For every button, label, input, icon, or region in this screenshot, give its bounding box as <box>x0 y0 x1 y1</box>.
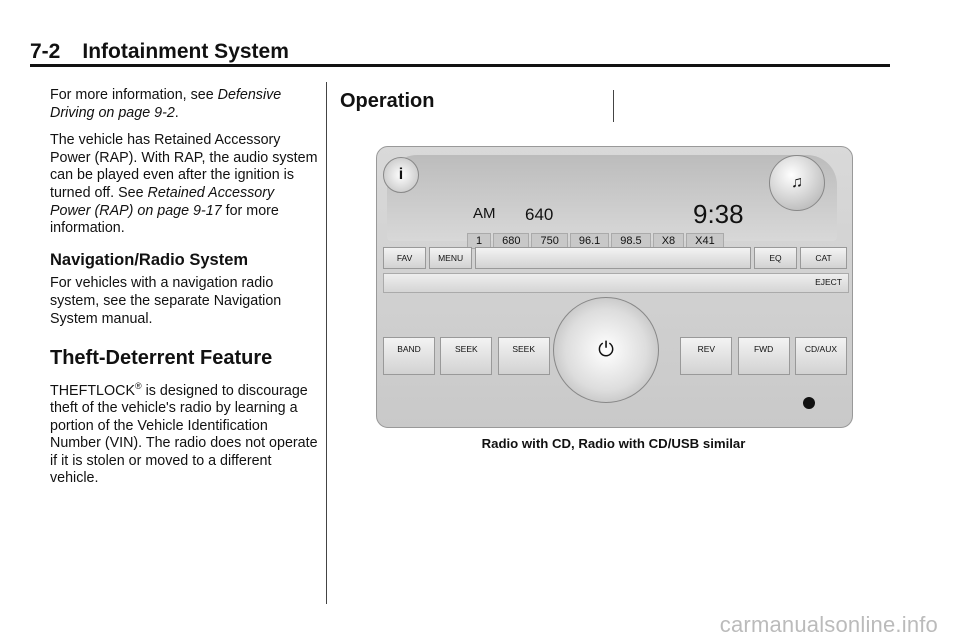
preset-tab: 98.5 <box>611 233 651 249</box>
column-tick <box>613 90 614 122</box>
cat-button: CAT <box>800 247 848 269</box>
cd-aux-button: CD/AUX <box>794 337 847 375</box>
registered-mark: ® <box>135 380 142 391</box>
preset-tab: X41 <box>686 233 724 249</box>
knob-gap <box>555 337 675 377</box>
heading-navigation-radio: Navigation/Radio System <box>50 250 249 269</box>
page-header: 7-2 Infotainment System <box>30 40 289 64</box>
seek-back-button: SEEK <box>440 337 493 375</box>
fav-button: FAV <box>383 247 427 269</box>
column-divider <box>326 82 327 604</box>
paragraph-theftlock: THEFTLOCK® is designed to discourage the… <box>50 378 318 488</box>
seek-forward-button: SEEK <box>497 337 550 375</box>
header-rule <box>30 64 890 67</box>
power-knob: ⏻ <box>553 297 659 403</box>
info-button: i <box>383 157 419 193</box>
eq-button: EQ <box>753 247 798 269</box>
text: . <box>174 104 179 121</box>
rev-button: REV <box>680 337 733 375</box>
cd-slot-row: EJECT <box>383 273 849 293</box>
heading-theft-deterrent: Theft-Deterrent Feature <box>50 347 273 370</box>
page-number: 7-2 <box>30 40 61 63</box>
crossref-defensive-driving[interactable]: Defensive Driving on page 9-2 <box>50 87 282 121</box>
preset-tab: 96.1 <box>569 233 610 249</box>
left-column: For more information, see Defensive Driv… <box>50 87 318 498</box>
band-button: BAND <box>383 337 435 375</box>
paragraph-more-info: For more information, see Defensive Driv… <box>50 87 318 122</box>
radio-illustration: AM 640 9:38 1 680 750 96.1 98.5 X8 X41 i… <box>376 146 853 428</box>
crossref-rap[interactable]: Retained Accessory Power (RAP) on page 9… <box>50 184 275 219</box>
section-title: Infotainment System <box>82 40 289 63</box>
ir-sensor <box>803 397 815 409</box>
tune-knob: ♫ <box>769 155 825 211</box>
clock-readout: 9:38 <box>693 199 744 229</box>
paragraph-navigation: For vehicles with a navigation radio sys… <box>50 275 282 327</box>
preset-tab: 1 <box>467 233 492 249</box>
figure-caption: Radio with CD, Radio with CD/USB similar <box>481 436 746 451</box>
frequency-readout: 640 <box>525 205 554 224</box>
watermark: carmanualsonline.info <box>719 612 938 637</box>
control-row: BAND SEEK SEEK REV FWD CD/AUX <box>383 337 847 377</box>
text: For more information, see <box>50 87 218 103</box>
fwd-button: FWD <box>737 337 790 375</box>
band-readout: AM <box>473 205 496 222</box>
text: for more information. <box>50 202 279 237</box>
paragraph-rap: The vehicle has Retained Accessory Power… <box>50 132 318 238</box>
radio-display: AM 640 9:38 1 680 750 96.1 98.5 X8 X41 <box>387 155 837 249</box>
heading-operation: Operation <box>340 90 435 112</box>
softkey-row: FAV MENU EQ CAT <box>383 247 848 269</box>
text: The vehicle has Retained Accessory Power… <box>50 132 318 201</box>
menu-button: MENU <box>429 247 473 269</box>
eject-button: EJECT <box>815 277 842 287</box>
preset-list: 1 680 750 96.1 98.5 X8 X41 <box>467 233 724 249</box>
brand-name: THEFTLOCK <box>50 382 135 399</box>
softkey-strip <box>475 247 751 269</box>
text: is designed to discourage theft of the v… <box>50 382 318 487</box>
